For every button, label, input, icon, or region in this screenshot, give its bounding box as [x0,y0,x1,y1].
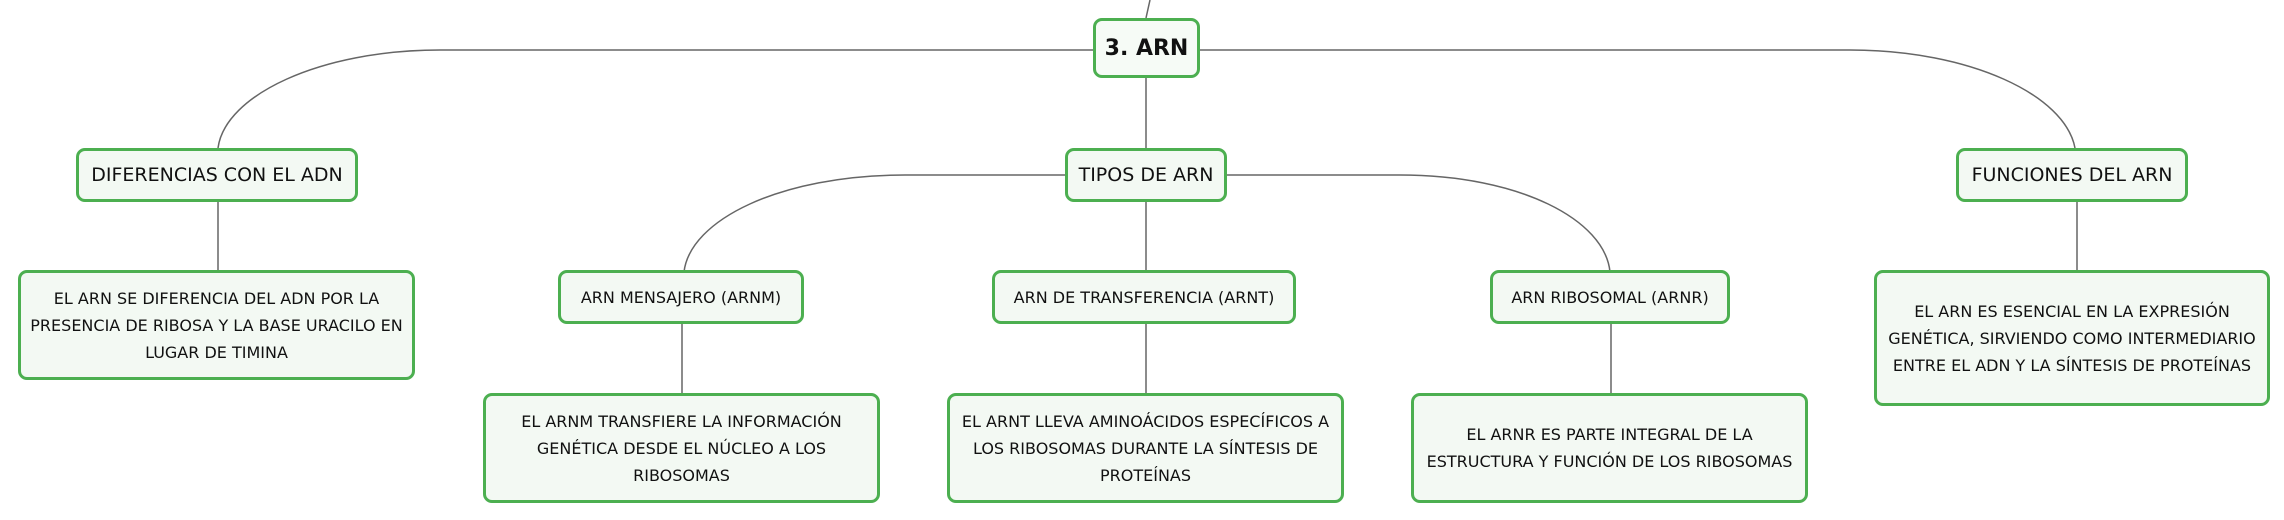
node-functions[interactable]: FUNCIONES DEL ARN [1956,148,2188,202]
node-arnm-detail[interactable]: EL ARNM TRANSFIERE LA INFORMACIÓN GENÉTI… [483,393,880,503]
arnt-detail-text: EL ARNT LLEVA AMINOÁCIDOS ESPECÍFICOS A … [961,411,1330,485]
arnt-label: ARN DE TRANSFERENCIA (ARNT) [1013,287,1275,307]
node-functions-detail[interactable]: EL ARN ES ESENCIAL EN LA EXPRESIÓN GENÉT… [1874,270,2270,406]
connector-types-to-arnm [683,174,1066,273]
differences-label: DIFERENCIAS CON EL ADN [91,164,343,186]
node-types[interactable]: TIPOS DE ARN [1065,148,1227,202]
root-label: 3. ARN [1104,35,1189,61]
arnm-detail-text: EL ARNM TRANSFIERE LA INFORMACIÓN GENÉTI… [521,411,842,485]
node-arnt[interactable]: ARN DE TRANSFERENCIA (ARNT) [992,270,1296,324]
connector-parent-to-root [1145,0,1151,19]
node-differences-detail[interactable]: EL ARN SE DIFERENCIA DEL ADN POR LA PRES… [18,270,415,380]
node-arnt-detail[interactable]: EL ARNT LLEVA AMINOÁCIDOS ESPECÍFICOS A … [947,393,1344,503]
connector-root-to-differences [217,49,1095,149]
node-arnr-detail[interactable]: EL ARNR ES PARTE INTEGRAL DE LA ESTRUCTU… [1411,393,1808,503]
types-label: TIPOS DE ARN [1078,164,1214,186]
functions-label: FUNCIONES DEL ARN [1971,164,2173,186]
node-differences[interactable]: DIFERENCIAS CON EL ADN [76,148,358,202]
node-arnm[interactable]: ARN MENSAJERO (ARNM) [558,270,804,324]
root-node[interactable]: 3. ARN [1093,18,1200,78]
functions-detail-text: EL ARN ES ESENCIAL EN LA EXPRESIÓN GENÉT… [1888,301,2256,375]
arnr-label: ARN RIBOSOMAL (ARNR) [1511,287,1709,307]
connector-root-to-functions [1198,49,2076,149]
arnr-detail-text: EL ARNR ES PARTE INTEGRAL DE LA ESTRUCTU… [1426,425,1793,471]
differences-detail-text: EL ARN SE DIFERENCIA DEL ADN POR LA PRES… [30,288,403,362]
node-arnr[interactable]: ARN RIBOSOMAL (ARNR) [1490,270,1730,324]
arnm-label: ARN MENSAJERO (ARNM) [580,287,782,307]
connector-types-to-arnr [1225,174,1611,273]
